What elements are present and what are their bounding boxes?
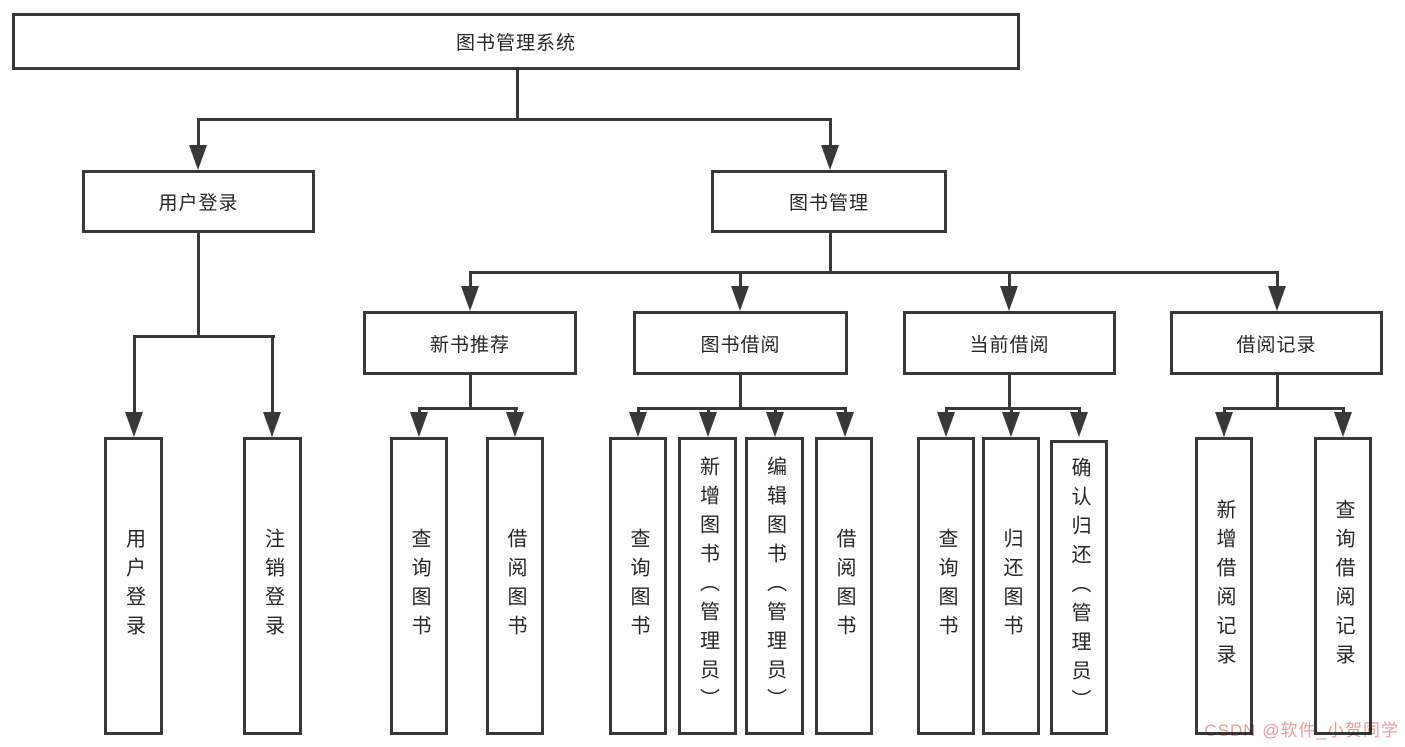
connector-drop-cb-confirm (1077, 407, 1081, 415)
connector-newbook-stem (468, 375, 472, 409)
leaf-logout: 注销登录 (243, 437, 302, 735)
connector-root-bar (196, 118, 832, 121)
connector-drop-user-login (196, 118, 200, 148)
node-root: 图书管理系统 (12, 13, 1020, 70)
connector-drop-book-management (828, 118, 832, 148)
connector-drop-nb-borrow (513, 407, 517, 415)
arrowhead-bb-query (629, 412, 647, 437)
arrowhead-borrow-records (1268, 286, 1286, 311)
leaf-current-confirm-return-admin: 确认归还（管理员） (1050, 440, 1108, 735)
arrowhead-book-borrow (731, 286, 749, 311)
connector-userlogin-bar (132, 335, 275, 338)
connector-drop-current-borrow (1007, 271, 1011, 289)
leaf-newbook-borrow-books: 借阅图书 (486, 437, 544, 735)
arrowhead-user-login (189, 145, 207, 170)
arrowhead-br-add (1215, 412, 1233, 437)
arrowhead-cb-query (937, 412, 955, 437)
connector-drop-new-book (468, 271, 472, 289)
connector-userlogin-stem (196, 233, 200, 335)
connector-drop-bb-edit (773, 407, 777, 415)
node-user-login: 用户登录 (82, 170, 315, 233)
leaf-borrow-edit-books-admin: 编辑图书（管理员） (745, 437, 804, 735)
connector-drop-cb-return (1009, 407, 1013, 415)
arrowhead-bb-add (699, 412, 717, 437)
leaf-current-query-books: 查询图书 (917, 437, 975, 735)
arrowhead-bb-edit (766, 412, 784, 437)
leaf-borrow-query-books: 查询图书 (609, 437, 667, 735)
connector-bookmgmt-stem (828, 233, 832, 273)
arrowhead-new-book (461, 286, 479, 311)
connector-records-bar (1222, 407, 1345, 410)
node-book-borrowing: 图书借阅 (633, 311, 848, 375)
leaf-borrow-borrow-books: 借阅图书 (815, 437, 873, 735)
connector-drop-bb-query (636, 407, 640, 415)
connector-drop-cb-query (944, 407, 948, 415)
leaf-borrow-add-books-admin: 新增图书（管理员） (678, 437, 737, 735)
node-borrowing-records: 借阅记录 (1170, 311, 1383, 375)
connector-current-stem (1007, 375, 1011, 409)
connector-drop-br-add (1222, 407, 1226, 415)
arrowhead-bb-borrow (836, 412, 854, 437)
connector-records-stem (1275, 375, 1279, 409)
connector-drop-leaf-logout (270, 335, 274, 415)
leaf-newbook-query-books: 查询图书 (390, 437, 448, 735)
arrowhead-current-borrow (1000, 286, 1018, 311)
connector-drop-borrow-records (1275, 271, 1279, 289)
arrowhead-cb-confirm (1070, 412, 1088, 437)
node-book-management: 图书管理 (711, 170, 947, 233)
csdn-watermark: CSDN @软件_小贺同学 (1204, 721, 1399, 740)
connector-root-stem (515, 70, 519, 118)
connector-current-bar (944, 407, 1081, 410)
leaf-records-query-record: 查询借阅记录 (1314, 437, 1372, 735)
connector-bookmgmt-bar (468, 271, 1279, 274)
arrowhead-nb-borrow (506, 412, 524, 437)
connector-drop-book-borrow (738, 271, 742, 289)
node-new-book-recommend: 新书推荐 (363, 311, 577, 375)
connector-drop-nb-query (417, 407, 421, 415)
leaf-current-return-books: 归还图书 (982, 437, 1040, 735)
arrowhead-nb-query (410, 412, 428, 437)
leaf-user-login: 用户登录 (104, 437, 163, 735)
arrowhead-leaf-user-login (125, 412, 143, 437)
arrowhead-br-query (1334, 412, 1352, 437)
arrowhead-cb-return (1002, 412, 1020, 437)
arrowhead-book-management (821, 145, 839, 170)
connector-drop-bb-borrow (843, 407, 847, 415)
connector-borrow-bar (636, 407, 847, 410)
connector-drop-br-query (1341, 407, 1345, 415)
arrowhead-leaf-logout (263, 412, 281, 437)
leaf-records-add-record: 新增借阅记录 (1195, 437, 1253, 735)
connector-drop-bb-add (706, 407, 710, 415)
connector-newbook-bar (417, 407, 518, 410)
connector-borrow-stem (738, 375, 742, 409)
node-current-borrowing: 当前借阅 (903, 311, 1116, 375)
connector-drop-leaf-user-login (132, 335, 136, 415)
